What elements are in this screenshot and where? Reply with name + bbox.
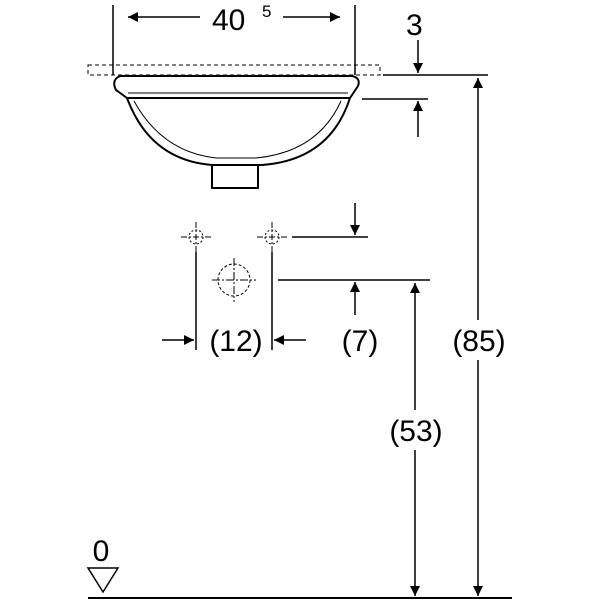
width-label-superscript: 5 [262, 2, 271, 21]
tap-offset-dimension [278, 203, 430, 315]
width-dimension [112, 5, 356, 75]
outlet-height-label: (53) [389, 415, 442, 448]
tap-spacing-label: (12) [209, 325, 262, 358]
basin-inner-contour [133, 100, 342, 159]
outlet-hole [212, 258, 256, 302]
tap-spacing-dimension [162, 252, 306, 350]
rim-thickness-dimension [362, 40, 488, 137]
total-height-label-background [446, 320, 512, 360]
countertop-outline [87, 64, 381, 76]
total-height-label: (85) [452, 325, 505, 358]
width-label: 40 [212, 4, 245, 37]
washbasin-outline [113, 75, 360, 189]
tap-offset-label: (7) [342, 325, 379, 358]
floor-level-label: 0 [93, 535, 110, 568]
tap-hole-right [257, 222, 287, 252]
tap-hole-left [181, 222, 211, 252]
outlet-height-label-background [385, 410, 447, 450]
floor-level-icon [86, 567, 120, 594]
rim-thickness-label: 3 [406, 9, 423, 42]
